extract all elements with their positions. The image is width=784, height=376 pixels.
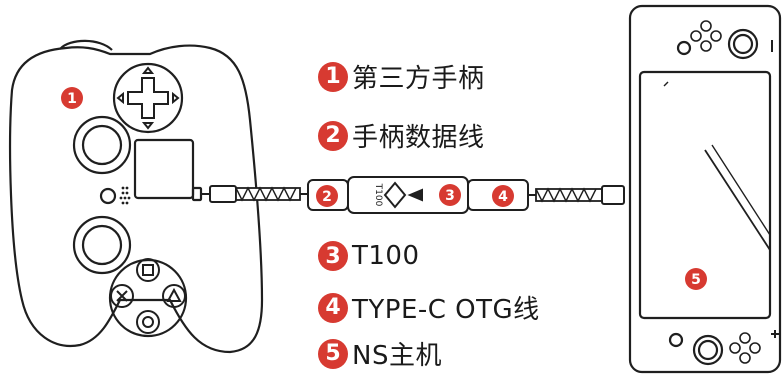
legend-label: T100 xyxy=(352,241,420,271)
triangle-icon xyxy=(162,284,186,308)
marker-console: 5 xyxy=(685,268,707,290)
legend-number: 2 xyxy=(318,120,348,151)
legend-number: 5 xyxy=(318,338,348,369)
legend-item-adapter: 3 T100 xyxy=(318,241,420,271)
otg-cable xyxy=(528,185,625,205)
circle-icon xyxy=(136,310,160,334)
legend-item-console: 5 NS主机 xyxy=(318,335,442,372)
legend-label: 第三方手柄 xyxy=(352,64,485,94)
svg-text:2: 2 xyxy=(322,189,332,205)
legend-label: NS主机 xyxy=(352,341,442,371)
controller-cable xyxy=(201,185,308,203)
gamepad-icon xyxy=(9,39,264,354)
marker-otg: 4 xyxy=(492,185,514,207)
handheld-console-icon xyxy=(628,4,782,374)
cross-icon xyxy=(110,284,134,308)
legend-number: 3 xyxy=(318,241,348,271)
dpad-icon xyxy=(116,66,180,130)
marker-controller: 1 xyxy=(61,87,83,109)
legend-item-otg: 4 TYPE-C OTG线 xyxy=(318,289,540,326)
svg-text:5: 5 xyxy=(691,272,701,288)
marker-adapter: 3 xyxy=(439,184,461,206)
adapter-label: T100 xyxy=(373,183,383,207)
legend-number: 1 xyxy=(318,61,348,92)
legend-item-controller: 1 第三方手柄 xyxy=(318,58,485,95)
legend-label: 手柄数据线 xyxy=(352,123,485,153)
svg-text:3: 3 xyxy=(445,188,455,204)
legend-item-cable: 2 手柄数据线 xyxy=(318,117,485,154)
legend-number: 4 xyxy=(318,292,348,323)
square-icon xyxy=(136,258,160,282)
marker-cable-end: 2 xyxy=(316,185,338,207)
legend-label: TYPE-C OTG线 xyxy=(352,295,540,325)
svg-text:4: 4 xyxy=(498,189,508,205)
svg-text:1: 1 xyxy=(67,91,77,107)
